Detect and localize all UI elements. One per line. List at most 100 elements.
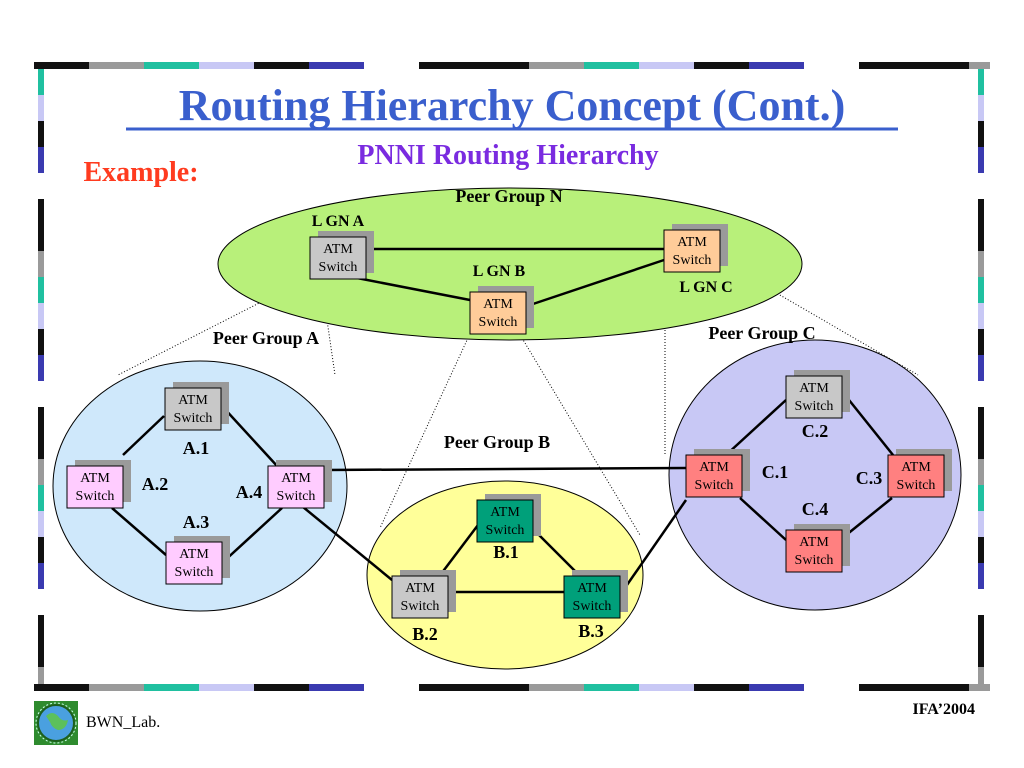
stripe-segment bbox=[804, 62, 859, 69]
switch-a1: ATM Switch bbox=[164, 382, 229, 431]
stripe-segment bbox=[978, 303, 984, 329]
node-label-a4: A.4 bbox=[236, 482, 263, 502]
node-label-lgn-a: L GN A bbox=[312, 213, 365, 230]
peer-group-c-ellipse bbox=[668, 339, 962, 611]
stripe-segment bbox=[199, 684, 254, 691]
stripe-segment bbox=[38, 407, 44, 433]
stripe-segment bbox=[144, 684, 199, 691]
stripe-segment bbox=[978, 121, 984, 147]
switch-a3-line2: Switch bbox=[175, 565, 214, 580]
switch-a4-line1: ATM bbox=[281, 471, 311, 486]
stripe-segment bbox=[978, 511, 984, 537]
stripe-segment bbox=[978, 537, 984, 563]
switch-c2-line2: Switch bbox=[795, 399, 834, 414]
stripe-segment bbox=[38, 173, 44, 199]
stripe-segment bbox=[38, 329, 44, 355]
switch-a1-line2: Switch bbox=[174, 411, 213, 426]
node-label-b2: B.2 bbox=[412, 624, 438, 644]
switch-lgn-a-line1: ATM bbox=[323, 242, 353, 257]
peer-group-b-ellipse bbox=[366, 480, 644, 670]
switch-lgn-b-line2: Switch bbox=[479, 315, 518, 330]
switch-lgn-b-line1: ATM bbox=[483, 297, 513, 312]
stripe-segment bbox=[254, 62, 309, 69]
switch-b3: ATM Switch bbox=[563, 570, 628, 619]
node-label-a1: A.1 bbox=[183, 438, 210, 458]
node-label-lgn-c: L GN C bbox=[679, 279, 732, 296]
peer-group-a-ellipse bbox=[52, 360, 348, 612]
bottom-stripe-border bbox=[34, 684, 990, 691]
stripe-segment bbox=[978, 225, 984, 251]
stripe-segment bbox=[38, 511, 44, 537]
stripe-segment bbox=[978, 485, 984, 511]
stripe-segment bbox=[38, 277, 44, 303]
stripe-segment bbox=[639, 684, 694, 691]
switch-c1-line2: Switch bbox=[695, 478, 734, 493]
stripe-segment bbox=[978, 407, 984, 433]
switch-b1-line1: ATM bbox=[490, 505, 520, 520]
stripe-segment bbox=[978, 433, 984, 459]
stripe-segment bbox=[38, 95, 44, 121]
links bbox=[111, 247, 894, 596]
stripe-segment bbox=[694, 684, 749, 691]
stripe-segment bbox=[144, 62, 199, 69]
switch-c1-line1: ATM bbox=[699, 460, 729, 475]
example-label: Example: bbox=[83, 157, 198, 188]
peer-group-a-label: Peer Group A bbox=[213, 328, 319, 348]
stripe-segment bbox=[38, 251, 44, 277]
stripe-segment bbox=[914, 684, 969, 691]
peer-group-c-label: Peer Group C bbox=[708, 323, 815, 343]
switch-a2-line1: ATM bbox=[80, 471, 110, 486]
switch-a4: ATM Switch bbox=[267, 460, 332, 509]
node-label-a2: A.2 bbox=[142, 474, 169, 494]
node-label-b3: B.3 bbox=[578, 621, 604, 641]
stripe-segment bbox=[978, 277, 984, 303]
stripe-segment bbox=[978, 563, 984, 589]
slide-subtitle: PNNI Routing Hierarchy bbox=[357, 140, 658, 171]
stripe-segment bbox=[978, 329, 984, 355]
stripe-segment bbox=[694, 62, 749, 69]
stripe-segment bbox=[38, 121, 44, 147]
switch-a2-line2: Switch bbox=[76, 489, 115, 504]
stripe-segment bbox=[978, 667, 984, 684]
stripe-segment bbox=[978, 69, 984, 95]
slide-title: Routing Hierarchy Concept (Cont.) bbox=[179, 81, 845, 130]
switch-a1-line1: ATM bbox=[178, 393, 208, 408]
right-stripe-border bbox=[978, 69, 984, 684]
stripe-segment bbox=[529, 62, 584, 69]
stripe-segment bbox=[364, 684, 419, 691]
stripe-segment bbox=[474, 62, 529, 69]
stripe-segment bbox=[38, 615, 44, 641]
stripe-segment bbox=[978, 251, 984, 277]
stripe-segment bbox=[38, 199, 44, 225]
stripe-segment bbox=[978, 589, 984, 615]
node-label-c1: C.1 bbox=[762, 462, 789, 482]
peer-group-b-label: Peer Group B bbox=[444, 432, 550, 452]
stripe-segment bbox=[34, 684, 89, 691]
switch-lgn-c-line2: Switch bbox=[673, 253, 712, 268]
stripe-segment bbox=[978, 173, 984, 199]
stripe-segment bbox=[34, 62, 89, 69]
stripe-segment bbox=[978, 381, 984, 407]
peer-group-n-label: Peer Group N bbox=[455, 186, 562, 206]
switch-lgn-a: ATM Switch bbox=[309, 231, 374, 280]
stripe-segment bbox=[749, 684, 804, 691]
stripe-segment bbox=[978, 199, 984, 225]
switch-b2-line1: ATM bbox=[405, 581, 435, 596]
stripe-segment bbox=[89, 684, 144, 691]
stripe-segment bbox=[474, 684, 529, 691]
switch-c2: ATM Switch bbox=[785, 370, 850, 419]
node-label-c3: C.3 bbox=[856, 468, 883, 488]
stripe-segment bbox=[38, 303, 44, 329]
stripe-segment bbox=[978, 355, 984, 381]
stripe-segment bbox=[804, 684, 859, 691]
footer-logo bbox=[34, 701, 78, 745]
footer-left: BWN_Lab. bbox=[86, 714, 160, 731]
stripe-segment bbox=[38, 225, 44, 251]
stripe-segment bbox=[38, 641, 44, 667]
stripe-segment bbox=[978, 615, 984, 641]
switch-a3-line1: ATM bbox=[179, 547, 209, 562]
stripe-segment bbox=[38, 381, 44, 407]
peer-group-n-ellipse bbox=[217, 187, 803, 341]
switch-b1-line2: Switch bbox=[486, 523, 525, 538]
